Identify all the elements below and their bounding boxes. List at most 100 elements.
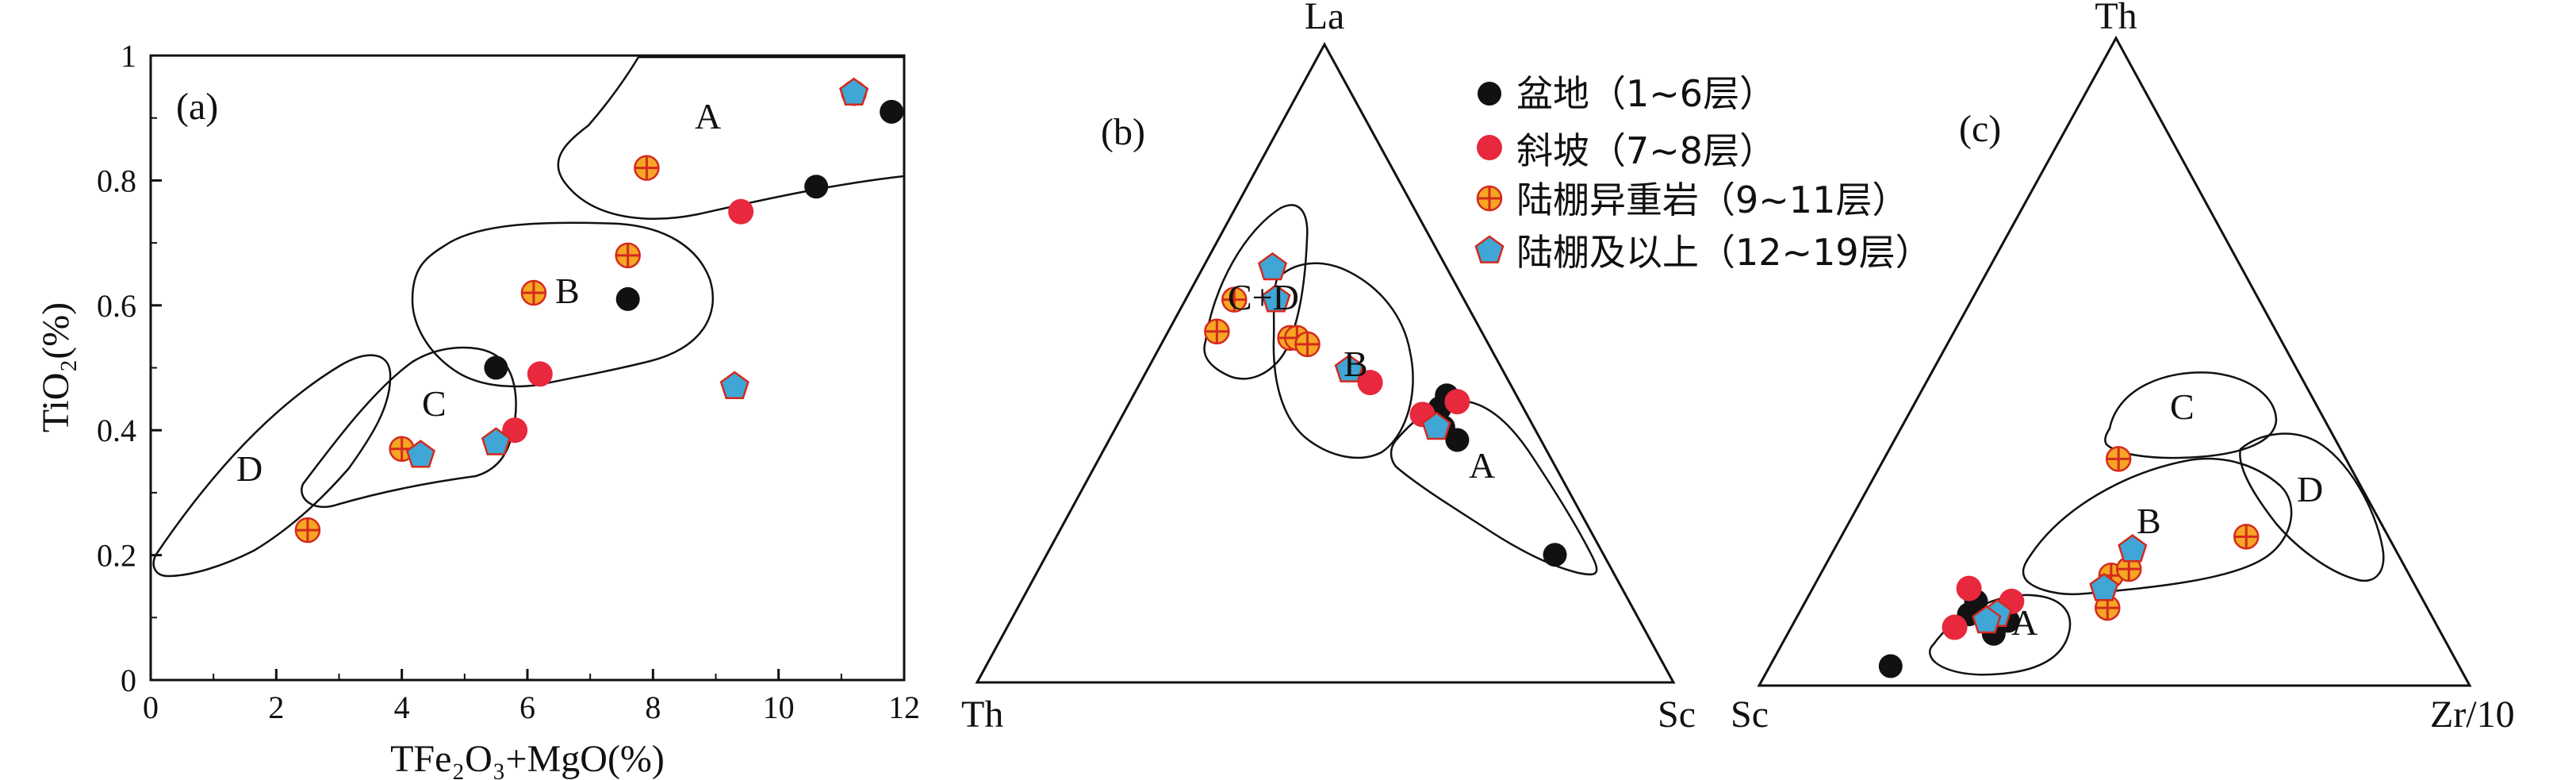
panel-a-ylabel: TiO₂(%) (35, 302, 77, 432)
point-shelf_above (481, 427, 511, 455)
panel-b-field-label-cd: C+D (1228, 277, 1299, 317)
panel-b-fields (1203, 204, 1598, 576)
legend-marker-basin (1478, 82, 1501, 106)
point-shelf_above (839, 77, 869, 106)
x-tick-label: 0 (143, 690, 159, 725)
point-shelf_hetero (1294, 331, 1321, 358)
panel-a-field-label-b: B (555, 271, 580, 311)
panel-b-points (1204, 252, 1567, 567)
panel-a-fields (152, 56, 906, 578)
legend-item-shelf-hetero: 陆棚异重岩（9~11层） (1516, 179, 1908, 221)
panel-b-field-label-b: B (1344, 344, 1368, 384)
legend-item-shelf-above: 陆棚及以上（12~19层） (1516, 231, 1932, 274)
x-tick-label: 12 (888, 690, 920, 725)
point-slope (1357, 370, 1383, 396)
point-shelf_hetero (615, 242, 641, 269)
panel-c-field-label-d: D (2297, 469, 2323, 509)
field-a-outline (1928, 594, 2072, 676)
panel-c-field-label-b: B (2137, 501, 2161, 541)
point-basin (880, 99, 904, 124)
legend: 盆地（1~6层） 斜坡（7~8层） 陆棚异重岩（9~11层） 陆棚及以上（12~… (1474, 72, 1932, 274)
panel-c-fields (1928, 371, 2385, 676)
field-a-outline (1390, 399, 1598, 576)
panel-a-xlabel: TFe₂O₃+MgO(%) (390, 738, 665, 780)
legend-markers (1474, 82, 1505, 263)
panel-a-label: (a) (176, 86, 218, 128)
field-b-outline (1272, 262, 1414, 459)
point-slope (1444, 389, 1470, 415)
point-slope (1956, 575, 1982, 601)
x-tick-label: 4 (394, 690, 410, 725)
panel-a-field-label-a: A (695, 96, 721, 136)
panel-a-ticks: 0 2 4 6 8 10 12 0 0.2 0.4 0.6 0.8 1 (97, 38, 920, 725)
x-tick-label: 10 (763, 690, 795, 725)
panel-b-triangle (975, 41, 1676, 684)
x-tick-label: 2 (268, 690, 284, 725)
field-cd-outline (1203, 204, 1309, 380)
point-shelf_hetero (2105, 446, 2132, 472)
point-slope (728, 198, 754, 225)
point-shelf_hetero (294, 517, 321, 544)
point-shelf_above (2118, 534, 2148, 563)
legend-marker-shelf_above (1474, 235, 1505, 263)
point-shelf_hetero (520, 279, 547, 306)
field-d-outline (2239, 432, 2385, 582)
point-shelf_above (2089, 573, 2119, 601)
panel-b-label: (b) (1101, 111, 1145, 153)
panel-b-ternary: (b) La Th Sc C+D B A (961, 0, 1696, 736)
vertex-th-c: Th (2095, 0, 2137, 37)
panel-a-field-label-d: D (236, 448, 263, 489)
vertex-zr10: Zr/10 (2430, 694, 2515, 736)
y-tick-label: 0 (121, 663, 136, 698)
panel-a-frame (149, 54, 906, 682)
point-slope (527, 361, 553, 387)
y-tick-label: 0.8 (97, 163, 136, 198)
point-shelf_above (405, 440, 435, 468)
vertex-la: La (1305, 0, 1345, 37)
point-slope (1942, 614, 1968, 640)
point-shelf_hetero (1204, 318, 1230, 345)
y-tick-label: 1 (121, 38, 136, 74)
point-shelf_above (719, 371, 749, 399)
point-basin (615, 286, 640, 311)
panel-c-field-label-c: C (2170, 386, 2195, 427)
point-basin (1878, 654, 1903, 678)
point-shelf_above (1421, 411, 1451, 440)
panel-c-points (1878, 446, 2260, 678)
legend-item-basin: 盆地（1~6层） (1516, 72, 1776, 115)
y-tick-label: 0.4 (97, 413, 136, 448)
point-shelf_hetero (634, 155, 660, 181)
panel-a-scatter: 0 2 4 6 8 10 12 0 0.2 0.4 0.6 0.8 1 (a) A B C D TFe₂… (35, 38, 920, 780)
panel-a-field-label-c: C (422, 383, 447, 424)
point-basin (804, 175, 829, 199)
legend-marker-slope (1477, 135, 1502, 160)
panel-b-field-label-a: A (1469, 445, 1495, 486)
panel-c-ternary: (c) Th Sc Zr/10 C B D A (1731, 0, 2515, 736)
panel-a-points (294, 77, 904, 544)
point-basin (484, 355, 508, 380)
vertex-th: Th (961, 694, 1003, 736)
legend-marker-shelf_hetero (1476, 185, 1503, 212)
vertex-sc: Sc (1658, 694, 1696, 736)
x-tick-label: 6 (519, 690, 535, 725)
panel-c-field-label-a: A (2011, 602, 2037, 643)
legend-item-slope: 斜坡（7~8层） (1516, 129, 1776, 172)
point-shelf_above (1261, 284, 1291, 313)
field-b-outline (2022, 457, 2293, 595)
y-tick-label: 0.2 (97, 538, 136, 574)
point-shelf_above (1972, 605, 2002, 634)
x-tick-label: 8 (645, 690, 661, 725)
point-shelf_above (1334, 354, 1364, 382)
point-shelf_hetero (1221, 286, 1248, 313)
vertex-sc-c: Sc (1731, 694, 1769, 736)
panel-c-label: (c) (1959, 108, 2001, 150)
point-basin (1543, 543, 1567, 567)
field-d-outline (152, 354, 392, 578)
panel-c-triangle (1757, 35, 2472, 687)
field-b-outline (411, 221, 715, 388)
point-shelf_above (1257, 252, 1288, 281)
field-c-outline (301, 346, 517, 509)
y-tick-label: 0.6 (97, 288, 136, 324)
point-shelf_hetero (2233, 524, 2260, 550)
